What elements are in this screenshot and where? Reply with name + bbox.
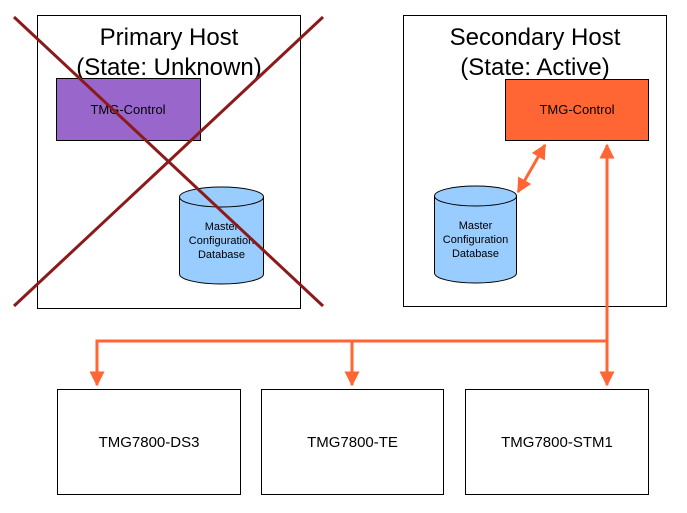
primary-database-label-1: Master	[205, 221, 239, 233]
device-ds3-box	[57, 389, 241, 495]
device-ds3: TMG7800-DS3	[57, 389, 241, 495]
failure-cross-line-2	[12, 15, 325, 308]
secondary-database-top	[434, 185, 517, 207]
secondary-host-title: Secondary Host	[450, 24, 621, 51]
primary-tmg-control-label: TMG-Control	[90, 102, 165, 117]
device-stm1: TMG7800-STM1	[465, 389, 649, 495]
primary-host-state: (State: Unknown)	[76, 54, 261, 81]
primary-database-label-2: Configuration	[189, 235, 254, 247]
secondary-tmg-control-label: TMG-Control	[539, 102, 614, 117]
primary-tmg-control-box	[56, 78, 201, 141]
secondary-host-state: (State: Active)	[460, 54, 609, 81]
device-stm1-label: TMG7800-STM1	[501, 434, 613, 451]
failure-cross	[12, 15, 325, 308]
device-stm1-box	[465, 389, 649, 495]
primary-database-top	[179, 186, 264, 208]
secondary-host: Secondary Host (State: Active) TMG-Contr…	[403, 15, 667, 307]
secondary-database-label-3: Database	[452, 248, 499, 260]
secondary-database-label-2: Configuration	[443, 234, 508, 246]
device-te-box	[261, 389, 444, 495]
primary-host-title: Primary Host	[100, 24, 239, 51]
device-ds3-label: TMG7800-DS3	[99, 434, 200, 451]
device-connector-network	[89, 143, 615, 387]
primary-database-body	[179, 196, 264, 285]
device-te: TMG7800-TE	[261, 389, 444, 495]
secondary-database-label-1: Master	[459, 220, 493, 232]
device-te-label: TMG7800-TE	[307, 434, 398, 451]
control-database-connector	[516, 143, 547, 194]
primary-database-cylinder: Master Configuration Database	[179, 186, 264, 285]
primary-host: Primary Host (State: Unknown) TMG-Contro…	[12, 15, 325, 309]
secondary-database-body	[434, 195, 517, 284]
secondary-tmg-control-box	[505, 79, 649, 141]
secondary-database-cylinder: Master Configuration Database	[434, 185, 517, 284]
primary-database-label-3: Database	[198, 249, 245, 261]
